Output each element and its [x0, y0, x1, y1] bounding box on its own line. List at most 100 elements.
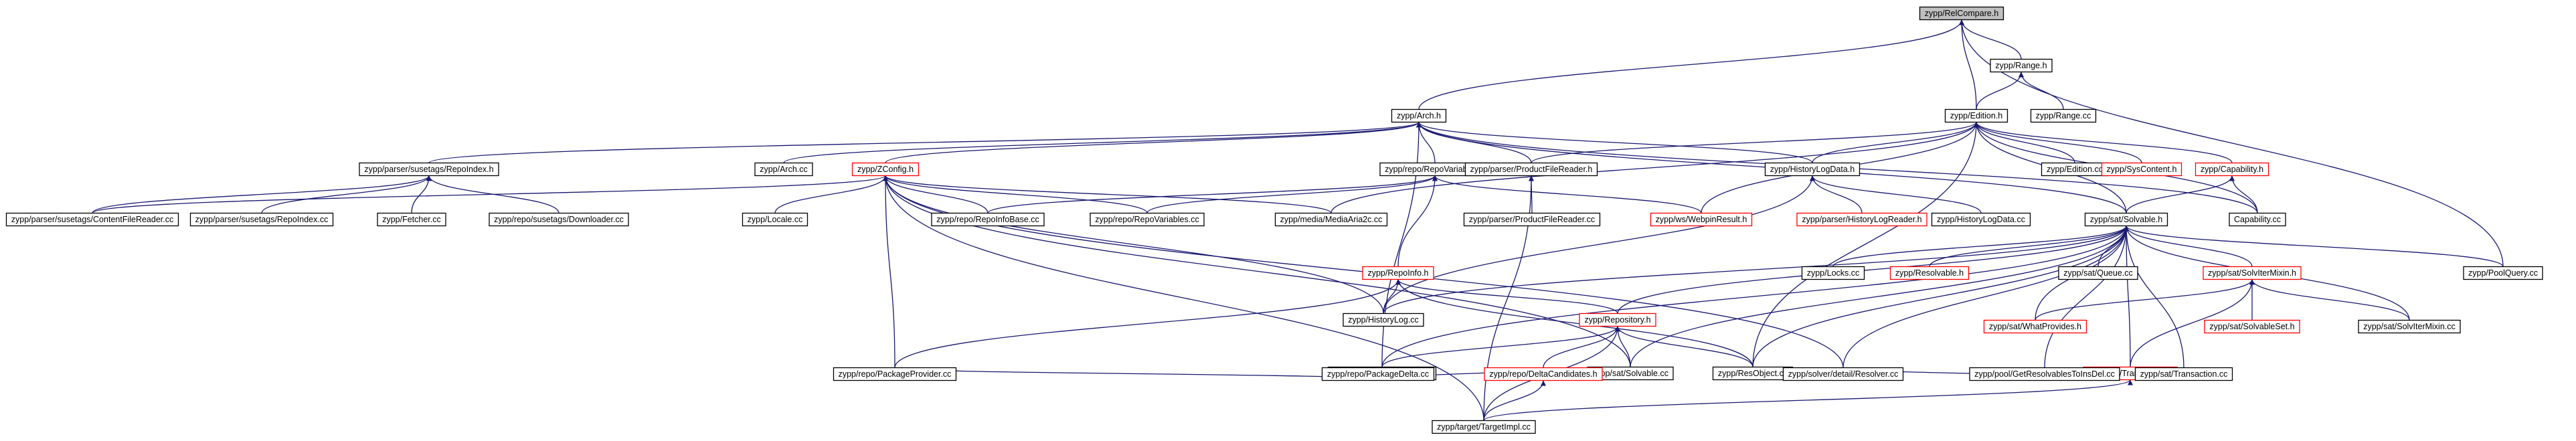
node-repovariables-cc[interactable]: zypp/repo/RepoVariables.cc — [1090, 212, 1205, 227]
node-box — [189, 212, 334, 227]
edge-syscontent-h-to-edition-h — [1974, 122, 2142, 163]
node-edition-cc[interactable]: zypp/Edition.cc — [2041, 162, 2109, 177]
edge-locks-cc-to-solvable-h — [1832, 226, 2129, 267]
edge-repoinfobase-cc-to-zconfig-h — [883, 175, 989, 213]
node-box — [2084, 212, 2168, 227]
node-edition-h[interactable]: zypp/Edition.h — [1944, 108, 2008, 123]
edge-whatprovides-h-to-solvitermixin-h — [2035, 279, 2255, 321]
edge-solvitermixin-cc-to-solvitermixin-h — [2249, 279, 2410, 321]
node-box — [1464, 162, 1598, 177]
node-label: Capability.cc — [2234, 215, 2281, 224]
node-solvableset-h[interactable]: zypp/sat/SolvableSet.h — [2204, 319, 2300, 334]
node-box — [1764, 162, 1861, 177]
node-box — [1321, 367, 1435, 381]
node-targetimpl-cc[interactable]: zypp/target/TargetImpl.cc — [1432, 420, 1536, 434]
node-arch-cc[interactable]: zypp/Arch.cc — [754, 162, 813, 177]
node-resolver-cc[interactable]: zypp/solver/detail/Resolver.cc — [1782, 367, 1904, 381]
node-label: zypp/Capability.h — [2201, 165, 2263, 174]
node-label: zypp/ZConfig.h — [857, 165, 914, 174]
node-label: zypp/sat/SolvIterMixin.cc — [2363, 322, 2456, 331]
edge-packageprovider-cc-to-repoinfo-h — [894, 279, 1401, 368]
node-box — [1362, 266, 1434, 280]
node-label: zypp/Resolvable.h — [1895, 268, 1964, 278]
node-box — [1463, 212, 1601, 227]
node-label: zypp/media/MediaAria2c.cc — [1280, 215, 1383, 224]
node-locks-cc[interactable]: zypp/Locks.cc — [1801, 266, 1865, 280]
node-label: zypp/repo/PackageDelta.cc — [1327, 369, 1429, 379]
node-repoinfo-h[interactable]: zypp/RepoInfo.h — [1362, 266, 1434, 280]
node-transaction-cc[interactable]: zypp/sat/Transaction.cc — [2134, 367, 2233, 381]
node-packagedelta-cc[interactable]: zypp/repo/PackageDelta.cc — [1321, 367, 1435, 381]
node-box — [1432, 420, 1536, 434]
node-label: zypp/solver/detail/Resolver.cc — [1788, 369, 1899, 379]
node-productfilereader-cc[interactable]: zypp/parser/ProductFileReader.cc — [1463, 212, 1601, 227]
node-range-cc[interactable]: zypp/Range.cc — [2030, 108, 2097, 123]
node-repovariables-h[interactable]: zypp/repo/RepoVariables.h — [1379, 162, 1490, 177]
node-downloader-cc[interactable]: zypp/repo/susetags/Downloader.cc — [489, 212, 629, 227]
node-box — [1391, 108, 1447, 123]
node-repository-h[interactable]: zypp/Repository.h — [1579, 313, 1656, 327]
edge-resolvable-h-to-solvable-h — [1929, 226, 2129, 267]
node-box — [2134, 367, 2233, 381]
node-label: zypp/ws/WebpinResult.h — [1656, 215, 1747, 224]
node-label: zypp/sat/SolvIterMixin.h — [2208, 268, 2296, 278]
node-repoinfobase-cc[interactable]: zypp/repo/RepoInfoBase.cc — [931, 212, 1045, 227]
node-getresolvables-cc[interactable]: zypp/pool/GetResolvablesToInsDel.cc — [1969, 367, 2120, 381]
node-fetcher-cc[interactable]: zypp/Fetcher.cc — [377, 212, 446, 227]
node-productfilereader-h[interactable]: zypp/parser/ProductFileReader.h — [1464, 162, 1598, 177]
node-box — [931, 212, 1045, 227]
node-locale-cc[interactable]: zypp/Locale.cc — [742, 212, 808, 227]
node-resolvable-h[interactable]: zypp/Resolvable.h — [1889, 266, 1970, 280]
node-repoindex-h[interactable]: zypp/parser/susetags/RepoIndex.h — [359, 162, 499, 177]
node-historylogdata-h[interactable]: zypp/HistoryLogData.h — [1764, 162, 1861, 177]
node-mediaaria2c-cc[interactable]: zypp/media/MediaAria2c.cc — [1274, 212, 1388, 227]
node-arch-h[interactable]: zypp/Arch.h — [1391, 108, 1447, 123]
edge-mediaaria2c-cc-to-zconfig-h — [883, 175, 1332, 214]
node-webpinresult-h[interactable]: zypp/ws/WebpinResult.h — [1650, 212, 1753, 227]
node-historylogreader-h[interactable]: zypp/parser/HistoryLogReader.h — [1796, 212, 1927, 227]
node-capability-cc[interactable]: Capability.cc — [2229, 212, 2286, 227]
node-label: zypp/pool/GetResolvablesToInsDel.cc — [1974, 369, 2115, 379]
node-solvitermixin-cc[interactable]: zypp/sat/SolvIterMixin.cc — [2358, 319, 2461, 334]
node-box — [1274, 212, 1388, 227]
edge-packageprovider-cc-to-packagedelta-h — [894, 367, 1385, 381]
node-box — [1944, 108, 2008, 123]
node-whatprovides-h[interactable]: zypp/sat/WhatProvides.h — [1983, 319, 2087, 334]
edge-contentfilereader-cc-to-zconfig-h — [92, 175, 888, 214]
node-solvitermixin-h[interactable]: zypp/sat/SolvIterMixin.h — [2203, 266, 2302, 280]
node-solvable-h[interactable]: zypp/sat/Solvable.h — [2084, 212, 2168, 227]
node-box — [1889, 266, 1970, 280]
node-queue-cc[interactable]: zypp/sat/Queue.cc — [2058, 266, 2138, 280]
edge-repovariables-h-to-arch-h — [1416, 122, 1436, 163]
node-repoindex-cc[interactable]: zypp/parser/susetags/RepoIndex.cc — [189, 212, 334, 227]
edge-historylogdata-h-to-arch-h — [1416, 122, 1813, 163]
edge-range-h-to-relcompare — [1959, 19, 2022, 60]
edge-edition-cc-to-edition-h — [1974, 122, 2075, 163]
node-syscontent-h[interactable]: zypp/SysContent.h — [2101, 162, 2182, 177]
node-capability-h[interactable]: zypp/Capability.h — [2195, 162, 2269, 177]
node-label: zypp/Fetcher.cc — [382, 215, 441, 224]
node-box — [1919, 6, 2004, 21]
node-poolquery-cc[interactable]: zypp/PoolQuery.cc — [2463, 266, 2543, 280]
edge-repoinfo-h-to-repovariables-h — [1397, 175, 1438, 267]
edge-resobject-cc-to-repoinfo-h — [1395, 279, 1753, 367]
node-box — [377, 212, 446, 227]
edge-transaction-h-to-solvable-h — [2124, 226, 2131, 367]
node-packageprovider-cc[interactable]: zypp/repo/PackageProvider.cc — [833, 367, 957, 381]
node-label: zypp/SysContent.h — [2107, 165, 2177, 174]
node-deltacandidates-h[interactable]: zypp/repo/DeltaCandidates.h — [1484, 367, 1603, 381]
node-relcompare[interactable]: zypp/RelCompare.h — [1919, 6, 2004, 21]
edge-capability-h-to-edition-h — [1974, 122, 2233, 163]
node-label: zypp/Edition.h — [1950, 111, 2003, 120]
node-zconfig-h[interactable]: zypp/ZConfig.h — [851, 162, 920, 177]
edge-transaction-cc-to-solvable-h — [2124, 226, 2184, 368]
node-resobject-cc[interactable]: zypp/ResObject.cc — [1712, 366, 1794, 381]
edge-resobject-cc-to-repository-h — [1615, 326, 1753, 367]
node-contentfilereader-cc[interactable]: zypp/parser/susetags/ContentFileReader.c… — [5, 212, 179, 227]
node-range-h[interactable]: zypp/Range.h — [1990, 58, 2053, 73]
node-label: zypp/ResObject.cc — [1718, 369, 1788, 378]
node-historylog-cc[interactable]: zypp/HistoryLog.cc — [1343, 313, 1424, 327]
node-label: zypp/Arch.h — [1397, 111, 1441, 120]
node-historylogdata-cc[interactable]: zypp/HistoryLogData.cc — [1931, 212, 2031, 227]
